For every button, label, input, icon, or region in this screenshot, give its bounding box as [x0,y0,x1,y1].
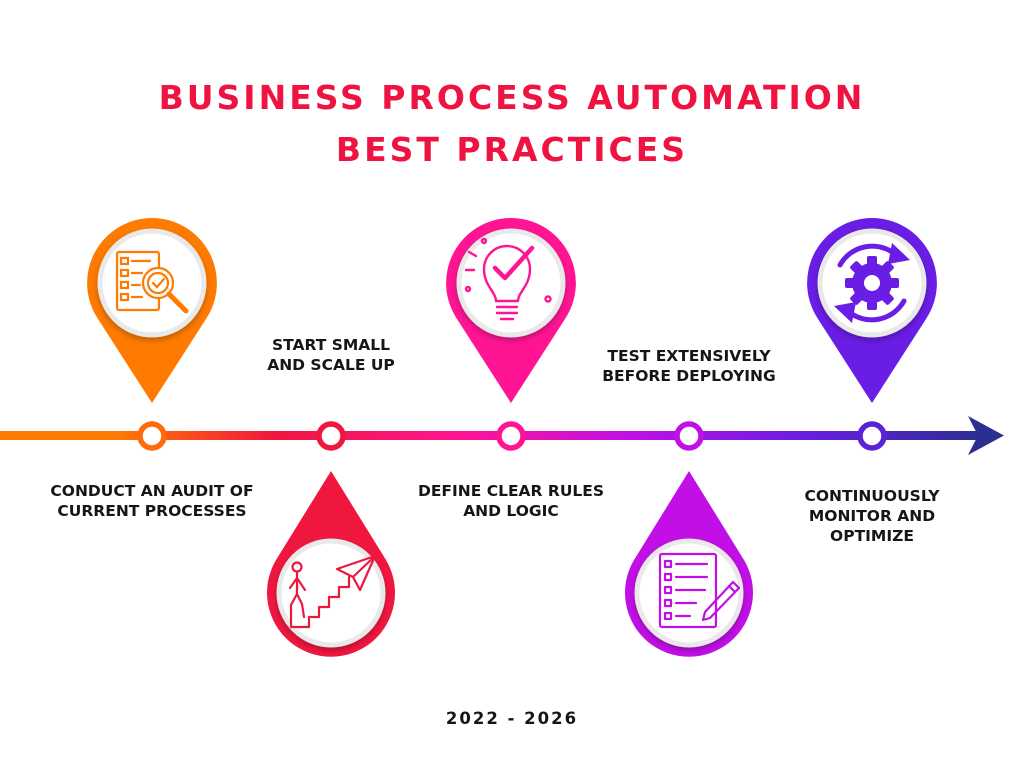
pin-step-4 [625,471,753,657]
checklist-magnifier-icon [115,250,189,314]
timeline-node-3 [496,421,526,451]
pin-step-1 [87,218,217,403]
timeline-node-4 [674,421,704,451]
title-line-1: BUSINESS PROCESS AUTOMATION [158,78,866,117]
checklist-pencil-icon [658,552,741,629]
timeline-arrowhead [968,416,1004,455]
year-range: 2022 - 2026 [445,709,579,728]
step-label-5: CONTINUOUSLY MONITOR AND OPTIMIZE [804,487,940,545]
timeline-node-2 [316,421,346,451]
title-line-2: BEST PRACTICES [335,130,689,169]
lightbulb-check-icon [464,237,552,321]
gear-cycle-icon [834,243,910,323]
step-label-4: TEST EXTENSIVELY BEFORE DEPLOYING [602,347,776,385]
pin-step-3 [446,218,576,403]
timeline-node-1 [137,421,167,451]
timeline-line [0,431,980,440]
step-label-3: DEFINE CLEAR RULES AND LOGIC [417,482,605,520]
pin-step-2 [267,471,395,657]
step-label-1: CONDUCT AN AUDIT OF CURRENT PROCESSES [50,482,254,520]
step-label-2: START SMALL AND SCALE UP [267,336,395,374]
timeline-nodes [137,421,887,451]
timeline-node-5 [857,421,887,451]
pin-step-5 [807,218,937,403]
climbing-stairs-paper-plane-icon [288,554,377,629]
